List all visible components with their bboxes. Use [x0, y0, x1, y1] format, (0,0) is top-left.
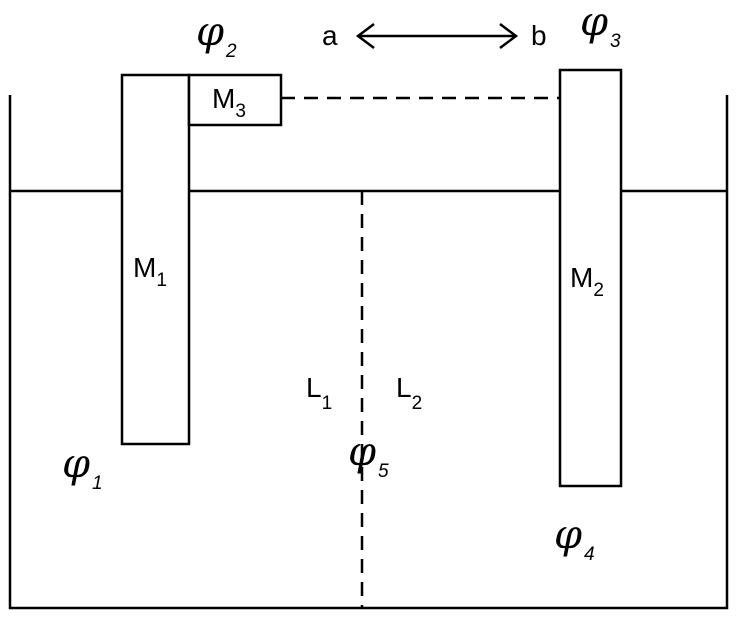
label-m1: M1 [133, 252, 167, 291]
label-m2: M2 [570, 262, 604, 301]
electrode-m2 [558, 68, 623, 488]
label-l1: L1 [306, 372, 332, 414]
label-b: b [531, 20, 547, 51]
vessel-outline [8, 95, 729, 610]
electrode-m1 [120, 73, 191, 446]
label-m3: M3 [212, 83, 246, 122]
label-l2: L2 [396, 372, 422, 414]
electrode-m3 [187, 73, 283, 127]
double-arrow-icon [355, 23, 519, 49]
label-a: a [322, 20, 338, 51]
